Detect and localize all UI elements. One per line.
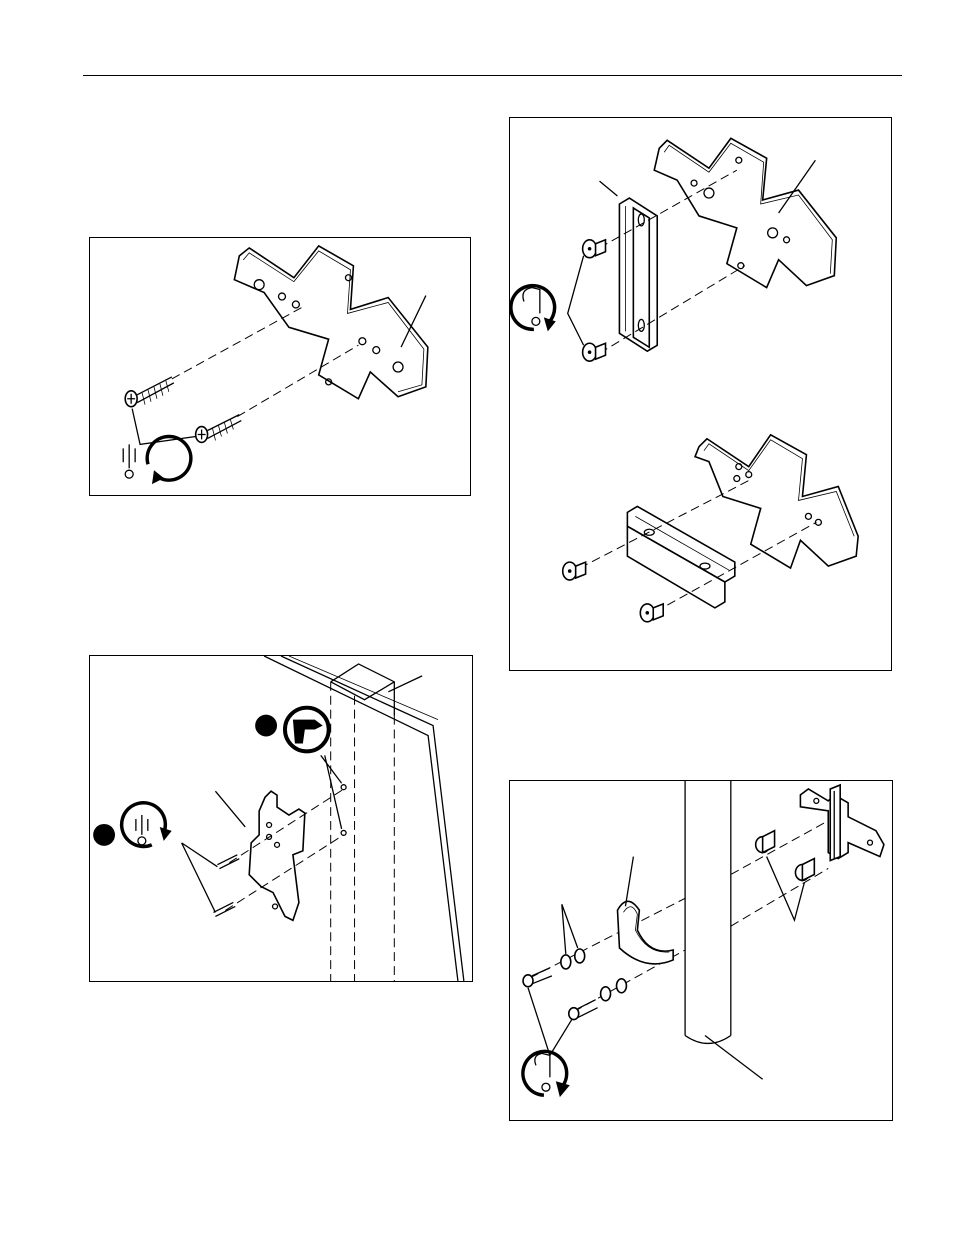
bolt-long-upper [523, 968, 552, 987]
spacer-lower [795, 859, 814, 881]
plate-channel-illustration [510, 118, 891, 670]
screwdriver-icon [123, 436, 191, 484]
screwdriver-icon [93, 803, 172, 847]
washer-set-upper [561, 949, 585, 969]
pole-clamp-illustration [510, 781, 892, 1120]
bolt-lower-b [640, 604, 663, 622]
allen-wrench-icon [523, 1051, 570, 1097]
mount-bracket [800, 785, 884, 861]
bolt-long-lower [569, 1000, 598, 1020]
bolt-upper-b [583, 343, 606, 361]
figure-plate-channel [509, 117, 892, 671]
pole-clamp [617, 857, 673, 964]
wall-stud-illustration [90, 656, 472, 981]
plate-screws-illustration [90, 238, 470, 495]
bolt-lower-a [563, 562, 586, 580]
wood-screw-upper [125, 377, 174, 407]
adapter-plate [234, 246, 427, 399]
adapter-plate-wall [249, 791, 305, 920]
figure-pole-clamp [509, 780, 893, 1121]
adapter-plate-lower [695, 435, 858, 568]
header-rule [83, 75, 902, 76]
figure-wall-stud [89, 655, 473, 982]
drill-icon [255, 708, 329, 752]
vertical-channel [600, 181, 658, 351]
allen-wrench-icon [511, 286, 556, 332]
wood-screw-lower [196, 415, 242, 443]
bolt-upper-a [583, 240, 606, 258]
spacer-upper [756, 831, 775, 853]
adapter-plate-upper [654, 138, 836, 287]
figure-plate-screws [89, 237, 471, 496]
horizontal-channel [627, 506, 734, 607]
